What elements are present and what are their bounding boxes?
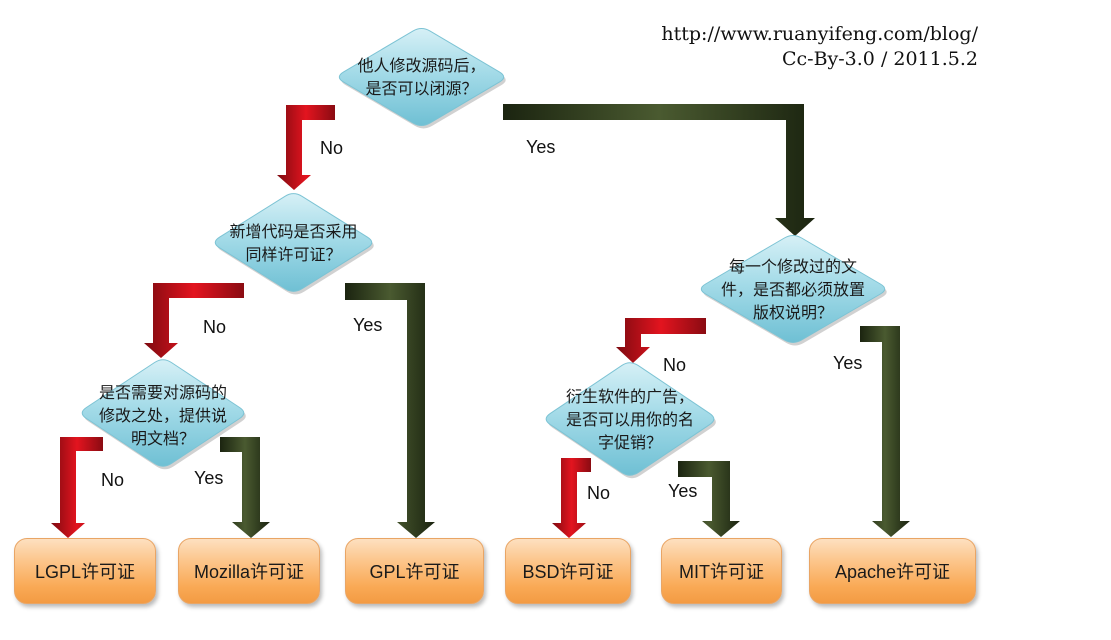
answer-label-no: No	[203, 317, 227, 337]
arrow-q5-no	[552, 458, 591, 538]
diamond-shape	[338, 28, 505, 126]
answer-label-yes: Yes	[353, 315, 383, 335]
question-diamond-document-changes: 是否需要对源码的 修改之处，提供说 明文档？	[78, 357, 248, 470]
arrow-q1-no	[277, 105, 335, 190]
license-box-mozilla: Mozilla许可证	[178, 538, 320, 604]
question-line: 字促销？	[597, 432, 662, 452]
arrow-q1-yes	[503, 104, 815, 236]
question-diamond-close-source: 他人修改源码后， 是否可以闭源？	[335, 26, 508, 129]
question-diamond-same-license: 新增代码是否采用 同样许可证？	[211, 191, 376, 295]
license-box-bsd: BSD许可证	[505, 538, 631, 604]
question-diamond-copyright-notice: 每一个修改过的文 件，是否都必须放置 版权说明？	[697, 233, 889, 346]
diamond-shape	[214, 193, 373, 292]
answer-label-yes: Yes	[833, 353, 863, 373]
diamond-shape	[545, 362, 715, 476]
arrow-q5-yes	[678, 461, 740, 537]
question-line: 明文档？	[130, 428, 195, 448]
answer-label-no: No	[101, 470, 125, 490]
license-box-apache: Apache许可证	[809, 538, 976, 604]
question-line: 他人修改源码后，	[357, 56, 486, 75]
license-box-mit: MIT许可证	[661, 538, 782, 604]
question-line: 是否可以闭源？	[365, 79, 478, 98]
question-line: 衍生软件的广告，	[565, 386, 694, 406]
credit-url: http://www.ruanyifeng.com/blog/	[661, 23, 978, 45]
license-box-lgpl: LGPL许可证	[14, 538, 156, 604]
answer-label-no: No	[663, 355, 687, 375]
arrow-q2-no	[144, 283, 244, 358]
question-line: 修改之处，提供说	[98, 405, 227, 425]
answer-label-no: No	[587, 483, 611, 503]
credit-license: Cc-By-3.0 / 2011.5.2	[781, 48, 978, 70]
arrow-q4-no	[616, 318, 706, 363]
arrow-q4-yes	[860, 326, 910, 537]
question-line: 同样许可证？	[245, 244, 342, 264]
answer-label-yes: Yes	[526, 137, 556, 157]
answer-label-yes: Yes	[194, 468, 224, 488]
question-line: 是否可以用你的名	[565, 409, 694, 429]
answer-label-no: No	[320, 138, 344, 158]
arrow-q3-yes	[220, 437, 270, 538]
license-box-gpl: GPL许可证	[345, 538, 484, 604]
question-line: 每一个修改过的文	[728, 256, 857, 276]
arrow-q2-yes	[345, 283, 435, 538]
question-line: 是否需要对源码的	[98, 382, 227, 402]
question-diamond-name-promotion: 衍生软件的广告， 是否可以用你的名 字促销？	[542, 360, 718, 479]
arrow-q3-no	[51, 437, 103, 538]
question-line: 新增代码是否采用	[229, 221, 358, 241]
question-line: 件，是否都必须放置	[720, 279, 865, 299]
answer-label-yes: Yes	[668, 481, 698, 501]
diamond-shape	[81, 359, 245, 467]
diamond-shape	[700, 235, 886, 343]
question-line: 版权说明？	[752, 302, 833, 322]
